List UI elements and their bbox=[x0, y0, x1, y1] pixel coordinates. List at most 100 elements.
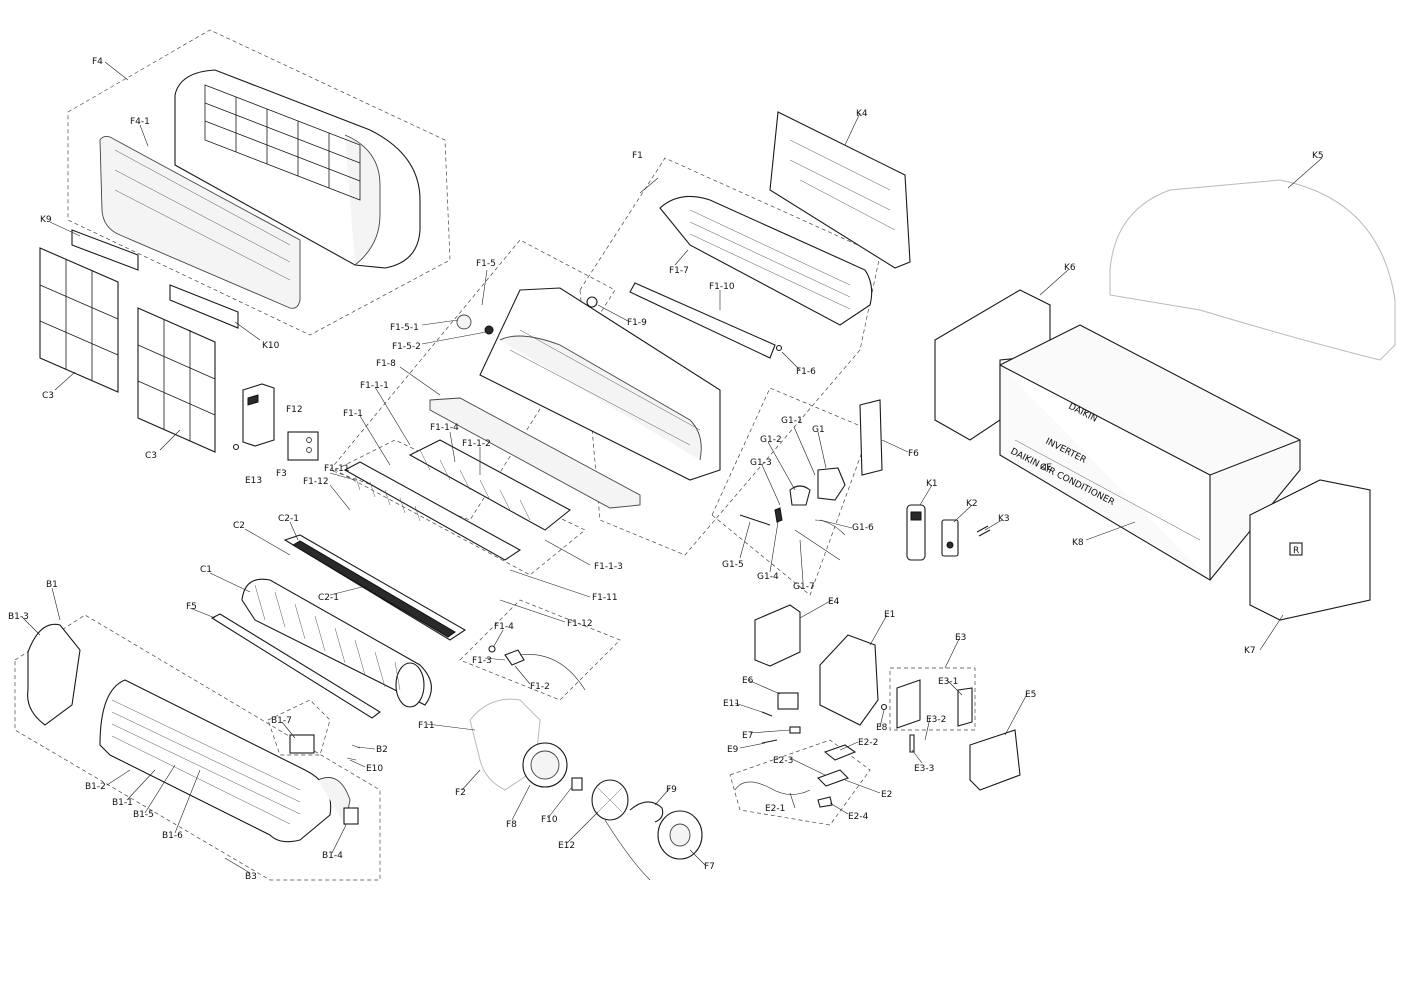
label-f3: F3 bbox=[276, 469, 287, 479]
label-f1-3: F1-3 bbox=[472, 656, 492, 666]
display-pcb-e3 bbox=[896, 679, 973, 753]
motor-cover-f7 bbox=[657, 810, 703, 860]
label-b1-1: B1-1 bbox=[112, 798, 133, 808]
label-e1: E1 bbox=[884, 610, 895, 620]
drain-pan bbox=[283, 534, 467, 641]
label-k3: K3 bbox=[998, 514, 1010, 524]
label-f6: F6 bbox=[908, 449, 919, 459]
label-b1-6: B1-6 bbox=[162, 831, 183, 841]
label-e9: E9 bbox=[727, 745, 739, 755]
label-f1-6: F1-6 bbox=[796, 367, 816, 377]
label-f1-8: F1-8 bbox=[376, 359, 396, 369]
carton-ce-mark: CE bbox=[1040, 463, 1052, 473]
label-f4-1: F4-1 bbox=[130, 117, 150, 127]
label-e3-2: E3-2 bbox=[926, 715, 946, 725]
label-f4: F4 bbox=[92, 57, 103, 67]
remote-controller bbox=[906, 504, 926, 561]
label-f10: F10 bbox=[541, 815, 558, 825]
packing-cover bbox=[1109, 179, 1396, 361]
label-g1-1: G1-1 bbox=[781, 416, 803, 426]
label-f7: F7 bbox=[704, 862, 715, 872]
label-k2: K2 bbox=[966, 499, 978, 509]
label-f1: F1 bbox=[632, 151, 643, 161]
control-box-cover-e4 bbox=[754, 604, 801, 667]
label-e12: E12 bbox=[558, 841, 575, 851]
label-g1-3: G1-3 bbox=[750, 458, 772, 468]
label-e2-2: E2-2 bbox=[858, 738, 878, 748]
label-f1-7: F1-7 bbox=[669, 266, 689, 276]
label-b1-4: B1-4 bbox=[322, 851, 343, 861]
label-g1-4: G1-4 bbox=[757, 572, 779, 582]
label-f1-1-3: F1-1-3 bbox=[594, 562, 623, 572]
clamp-f9 bbox=[629, 801, 664, 823]
label-k6: K6 bbox=[1064, 263, 1076, 273]
label-f11: F11 bbox=[418, 721, 435, 731]
label-e2-3: E2-3 bbox=[773, 756, 793, 766]
label-g1-6: G1-6 bbox=[852, 523, 874, 533]
control-box-e1 bbox=[819, 634, 879, 726]
label-f1-11-top: F1-11 bbox=[324, 464, 350, 474]
label-e4: E4 bbox=[828, 597, 840, 607]
heat-exchanger bbox=[27, 623, 361, 843]
air-filter-left bbox=[39, 247, 119, 393]
label-f12: F12 bbox=[286, 405, 303, 415]
label-e3-1: E3-1 bbox=[938, 677, 958, 687]
label-b3: B3 bbox=[245, 872, 257, 882]
shaft bbox=[629, 282, 776, 359]
fan-motor-e12 bbox=[591, 779, 651, 881]
label-c2-1-top: C2-1 bbox=[278, 514, 299, 524]
swing-flap bbox=[659, 195, 873, 326]
label-c2-1-mid: C2-1 bbox=[318, 593, 339, 603]
label-f1-12-top: F1-12 bbox=[303, 477, 329, 487]
air-filter-right bbox=[137, 307, 216, 453]
carton-box bbox=[999, 324, 1301, 581]
terminal-e6 bbox=[777, 692, 799, 710]
mounting-plate bbox=[769, 111, 911, 269]
label-c3-right: C3 bbox=[145, 451, 157, 461]
part-labels: F4 F4-1 K9 K10 C3 C3 F12 F3 E13 F1-5 F1-… bbox=[8, 57, 1324, 882]
front-grille bbox=[204, 84, 361, 201]
motor-small-parts bbox=[488, 645, 586, 691]
label-c3-left: C3 bbox=[42, 391, 54, 401]
label-b1-7: B1-7 bbox=[271, 716, 292, 726]
label-f1-4: F1-4 bbox=[494, 622, 514, 632]
cabinet-frame bbox=[429, 287, 721, 509]
label-e2-4: E2-4 bbox=[848, 812, 869, 822]
label-f1-9: F1-9 bbox=[627, 318, 647, 328]
label-f1-11-bottom: F1-11 bbox=[592, 593, 618, 603]
label-g1-5: G1-5 bbox=[722, 560, 744, 570]
label-f9: F9 bbox=[666, 785, 677, 795]
label-f1-12-bottom: F1-12 bbox=[567, 619, 593, 629]
swing-motor-group bbox=[739, 467, 846, 561]
label-k7: K7 bbox=[1244, 646, 1256, 656]
label-k10: K10 bbox=[262, 341, 280, 351]
label-e3: E3 bbox=[955, 633, 966, 643]
label-e11: E11 bbox=[723, 699, 740, 709]
front-panel-assembly bbox=[99, 69, 421, 309]
remote-holder bbox=[941, 519, 959, 557]
label-e5: E5 bbox=[1025, 690, 1036, 700]
label-k9: K9 bbox=[40, 215, 52, 225]
leader-lines bbox=[21, 61, 1323, 874]
label-f5: F5 bbox=[186, 602, 197, 612]
label-f2: F2 bbox=[455, 788, 466, 798]
label-b1-5: B1-5 bbox=[133, 810, 154, 820]
label-e10: E10 bbox=[366, 764, 383, 774]
label-k1: K1 bbox=[926, 479, 938, 489]
label-f1-1-4: F1-1-4 bbox=[430, 423, 459, 433]
motor-mount-f8 bbox=[522, 742, 568, 788]
screws-k3 bbox=[976, 525, 991, 537]
cover-e5 bbox=[969, 729, 1021, 791]
label-f1-5: F1-5 bbox=[476, 259, 496, 269]
label-e13: E13 bbox=[245, 476, 262, 486]
label-f1-1-1: F1-1-1 bbox=[360, 381, 389, 391]
packing-end-right bbox=[1249, 479, 1371, 621]
label-k8: K8 bbox=[1072, 538, 1084, 548]
label-c2: C2 bbox=[233, 521, 245, 531]
label-f8: F8 bbox=[506, 820, 517, 830]
cross-flow-fan bbox=[241, 578, 432, 708]
label-e8: E8 bbox=[876, 723, 888, 733]
small-parts-f1 bbox=[456, 296, 783, 352]
label-f1-10: F1-10 bbox=[709, 282, 735, 292]
